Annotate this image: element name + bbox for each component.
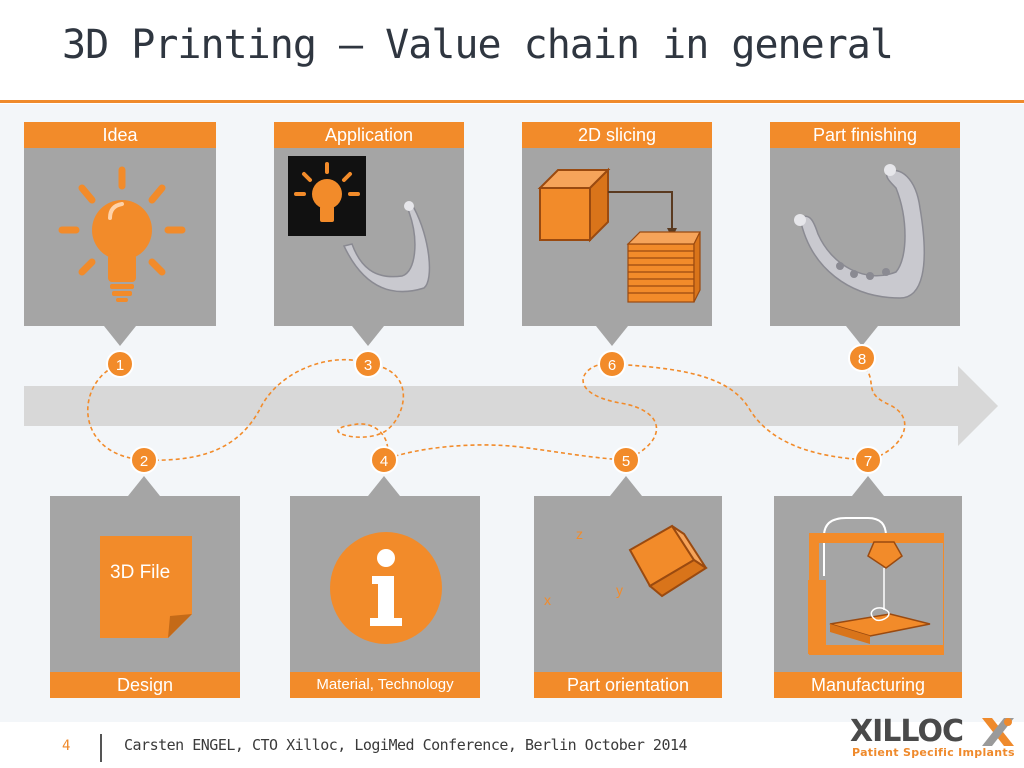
lightbulb-icon: [58, 166, 186, 302]
step-number-3: 3: [354, 350, 382, 378]
step-number-1: 1: [106, 350, 134, 378]
step-card-idea: Idea: [24, 122, 216, 326]
rotated-cube-icon: [628, 524, 708, 598]
logo-tagline: Patient Specific Implants: [852, 746, 1015, 759]
slide-number: 4: [62, 738, 71, 754]
step-label-manufacturing: Manufacturing: [774, 672, 962, 698]
step-number-6: 6: [598, 350, 626, 378]
step-label-application: Application: [274, 122, 464, 148]
footer-divider: [100, 734, 102, 762]
info-icon: [330, 532, 442, 644]
printer-icon: [808, 517, 944, 655]
step-number-4: 4: [370, 446, 398, 474]
slicing-icon: [537, 167, 701, 303]
page-title: 3D Printing – Value chain in general: [62, 22, 894, 68]
axis-label-z: z: [576, 526, 583, 542]
process-path: [87, 358, 906, 462]
card-pointer-orientation: [610, 476, 642, 496]
card-pointer-application: [352, 326, 384, 346]
step-label-material: Material, Technology: [290, 672, 480, 698]
step-card-design: 3D File Design: [50, 496, 240, 698]
card-pointer-finishing: [846, 326, 878, 346]
step-number-5: 5: [612, 446, 640, 474]
step-label-orientation: Part orientation: [534, 672, 722, 698]
card-pointer-slicing: [596, 326, 628, 346]
step-label-slicing: 2D slicing: [522, 122, 712, 148]
step-card-application: Application: [274, 122, 464, 326]
step-label-finishing: Part finishing: [770, 122, 960, 148]
card-pointer-idea: [104, 326, 136, 346]
jaw-implant-icon: [794, 164, 925, 299]
step-number-8: 8: [848, 344, 876, 372]
logo-wordmark: XILLOC: [850, 714, 964, 749]
application-icon: [288, 156, 431, 293]
document-icon: [100, 536, 192, 638]
axis-label-x: x: [544, 592, 551, 608]
step-card-orientation: z x y Part orientation: [534, 496, 722, 698]
design-file-label: 3D File: [110, 562, 171, 583]
xilloc-logo: XILLOC Patient Specific Implants: [850, 712, 1020, 766]
step-card-finishing: Part finishing: [770, 122, 960, 326]
axis-label-y: y: [616, 582, 623, 598]
card-pointer-manufacturing: [852, 476, 884, 496]
step-card-manufacturing: Manufacturing: [774, 496, 962, 698]
step-number-7: 7: [854, 446, 882, 474]
step-label-design: Design: [50, 672, 240, 698]
title-divider: [0, 100, 1024, 103]
step-card-material: Material, Technology: [290, 496, 480, 698]
logo-x-icon: [982, 718, 1014, 746]
step-card-slicing: 2D slicing: [522, 122, 712, 326]
timeline-arrow: [24, 366, 998, 446]
step-number-2: 2: [130, 446, 158, 474]
step-label-idea: Idea: [24, 122, 216, 148]
card-pointer-material: [368, 476, 400, 496]
footer-credit: Carsten ENGEL, CTO Xilloc, LogiMed Confe…: [124, 736, 688, 754]
card-pointer-design: [128, 476, 160, 496]
